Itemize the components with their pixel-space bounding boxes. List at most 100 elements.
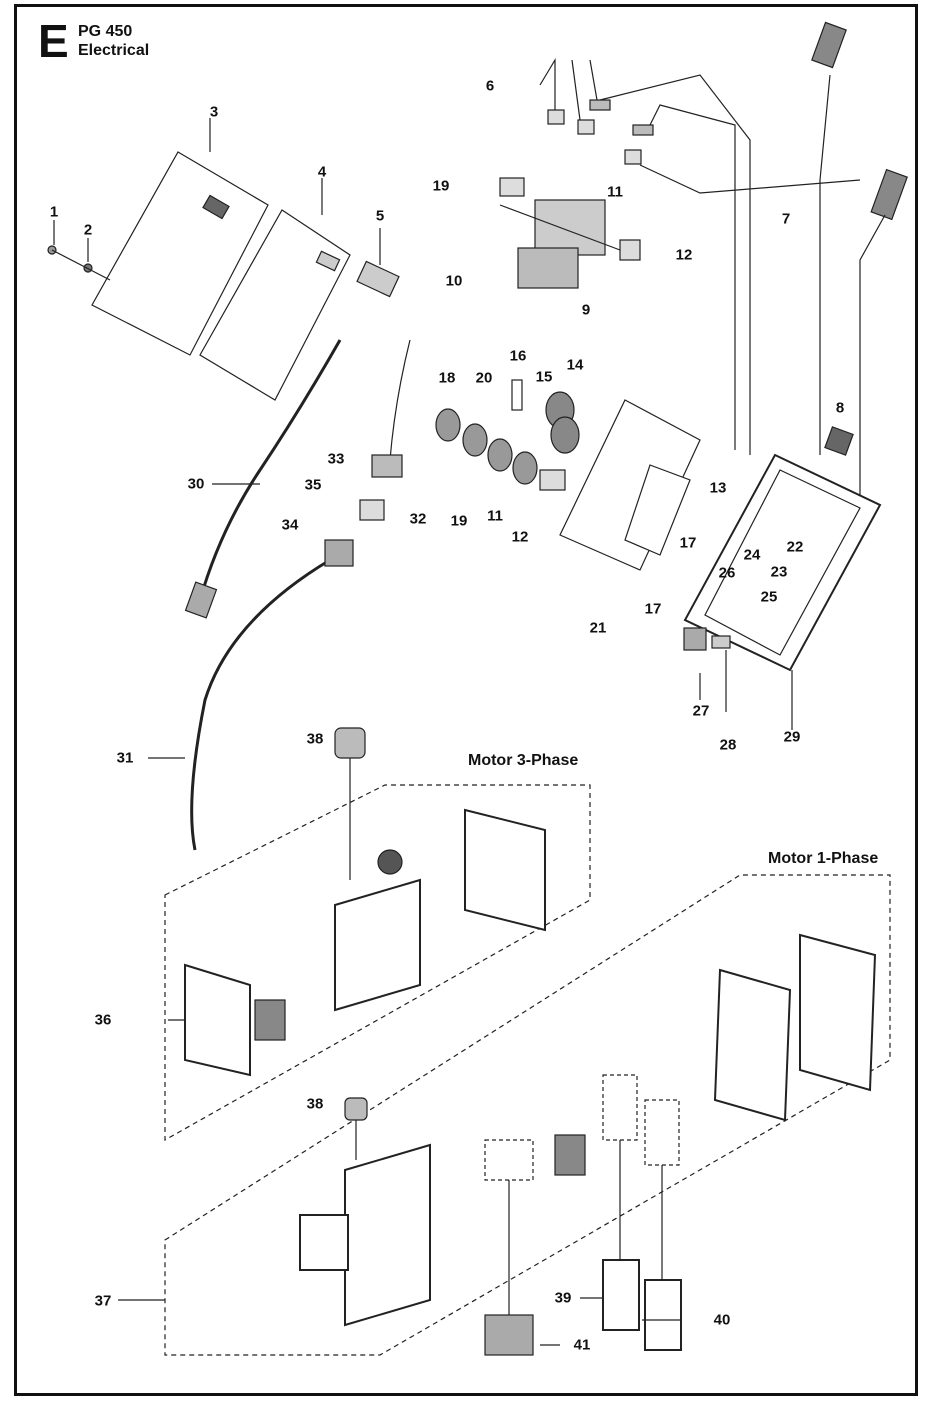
- callout-25: 25: [760, 588, 778, 606]
- part-33-wires: [389, 339, 411, 461]
- callout-17: 17: [679, 534, 697, 552]
- part-32-bracket: [359, 499, 385, 521]
- part-33-switch: [371, 454, 403, 478]
- callout-33: 33: [327, 450, 345, 468]
- part-29-enclosure: [683, 453, 882, 672]
- callout-17b: 17: [644, 600, 662, 618]
- part-29-enclosure-inner: [704, 469, 861, 656]
- part-30-power-cord: [198, 339, 342, 601]
- callout-38: 38: [306, 730, 324, 748]
- part-41-outline: [484, 1139, 534, 1181]
- callout-22: 22: [786, 538, 804, 556]
- part-31-connector: [324, 539, 354, 567]
- callout-11b: 11: [487, 507, 503, 525]
- part-5: [356, 260, 400, 298]
- part-28: [711, 635, 731, 649]
- part-40-capacitor-outline: [644, 1099, 680, 1166]
- callout-21: 21: [589, 619, 607, 637]
- callout-27: 27: [692, 702, 710, 720]
- part-cover-label: [202, 194, 230, 220]
- callout-1: 1: [49, 203, 59, 221]
- callout-20: 20: [475, 369, 493, 387]
- part-18: [435, 408, 461, 442]
- part-8: [824, 426, 854, 456]
- model-name: PG 450: [78, 23, 133, 40]
- part-20: [462, 423, 488, 457]
- callout-26: 26: [718, 564, 736, 582]
- part-36-plug: [377, 849, 403, 875]
- part-36-terminal: [254, 999, 286, 1041]
- part-37-terminal-box: [344, 1143, 431, 1327]
- callout-39: 39: [554, 1289, 572, 1307]
- callout-30: 30: [187, 475, 205, 493]
- callout-9: 9: [581, 301, 591, 319]
- callout-23: 23: [770, 563, 788, 581]
- callout-40: 40: [713, 1311, 731, 1329]
- part-10-relay: [517, 247, 579, 289]
- callout-34: 34: [281, 516, 299, 534]
- part-14: [550, 416, 580, 454]
- callout-36: 36: [94, 1011, 112, 1029]
- callout-28: 28: [719, 736, 737, 754]
- part-39-capacitor: [602, 1259, 640, 1331]
- motor-1-phase-label: Motor 1-Phase: [768, 850, 879, 867]
- part-38-gland: [334, 727, 366, 759]
- group-name: Electrical: [78, 42, 150, 59]
- part-cover-plate: [91, 151, 269, 356]
- part-40-capacitor: [644, 1279, 682, 1351]
- callout-15: 15: [535, 368, 553, 386]
- callout-7: 7: [781, 210, 791, 228]
- part-36-cover-gasket: [184, 963, 251, 1077]
- part-6-connector: [624, 149, 642, 165]
- part-36-gasket: [464, 808, 546, 932]
- callout-14: 14: [566, 356, 584, 374]
- part-37-terminal: [554, 1134, 586, 1176]
- part-7-gland: [811, 21, 847, 69]
- part-gasket: [199, 209, 351, 401]
- part-37-cover-gasket: [299, 1214, 349, 1271]
- callout-8: 8: [835, 399, 845, 417]
- page-frame: [14, 4, 918, 1396]
- callout-31: 31: [116, 749, 134, 767]
- section-letter: E: [38, 15, 69, 67]
- callout-12: 12: [675, 246, 693, 264]
- part-37-lid: [799, 933, 877, 1092]
- part-27-gland: [683, 627, 707, 651]
- part-6-connector: [589, 99, 611, 111]
- callout-18: 18: [438, 369, 456, 387]
- callout-5: 5: [375, 207, 385, 225]
- title-block: PG 450 Electrical: [78, 22, 149, 60]
- callout-16: 16: [509, 347, 527, 365]
- part-6-connector: [577, 119, 595, 135]
- part-19-bracket: [499, 177, 525, 197]
- callout-19b: 19: [450, 512, 468, 530]
- callout-3: 3: [209, 103, 219, 121]
- callout-24: 24: [743, 546, 761, 564]
- part-38-gland: [344, 1097, 368, 1121]
- part-4-label: [315, 250, 341, 272]
- part-12-bracket: [619, 239, 641, 261]
- callout-12b: 12: [511, 528, 529, 546]
- callout-37: 37: [94, 1292, 112, 1310]
- callout-35: 35: [304, 476, 322, 494]
- part-41-box: [484, 1314, 534, 1356]
- callout-38b: 38: [306, 1095, 324, 1113]
- part-6-connector: [632, 124, 654, 136]
- part-39-capacitor-outline: [602, 1074, 638, 1141]
- motor-1-phase-group-outline: [164, 874, 891, 1356]
- part-21-plate: [559, 399, 701, 571]
- callout-32: 32: [409, 510, 427, 528]
- callout-29: 29: [783, 728, 801, 746]
- callout-19: 19: [432, 177, 450, 195]
- part-31-cable: [190, 558, 331, 851]
- part-21-rail: [624, 464, 691, 556]
- part-9-relay: [534, 199, 606, 256]
- part-20: [512, 451, 538, 485]
- part-36-terminal-box: [334, 878, 421, 1012]
- part-16: [511, 379, 523, 411]
- part-30-plug: [184, 581, 218, 619]
- callout-2: 2: [83, 221, 93, 239]
- motor-3-phase-group-outline: [164, 784, 591, 1142]
- part-7-gland: [870, 168, 908, 221]
